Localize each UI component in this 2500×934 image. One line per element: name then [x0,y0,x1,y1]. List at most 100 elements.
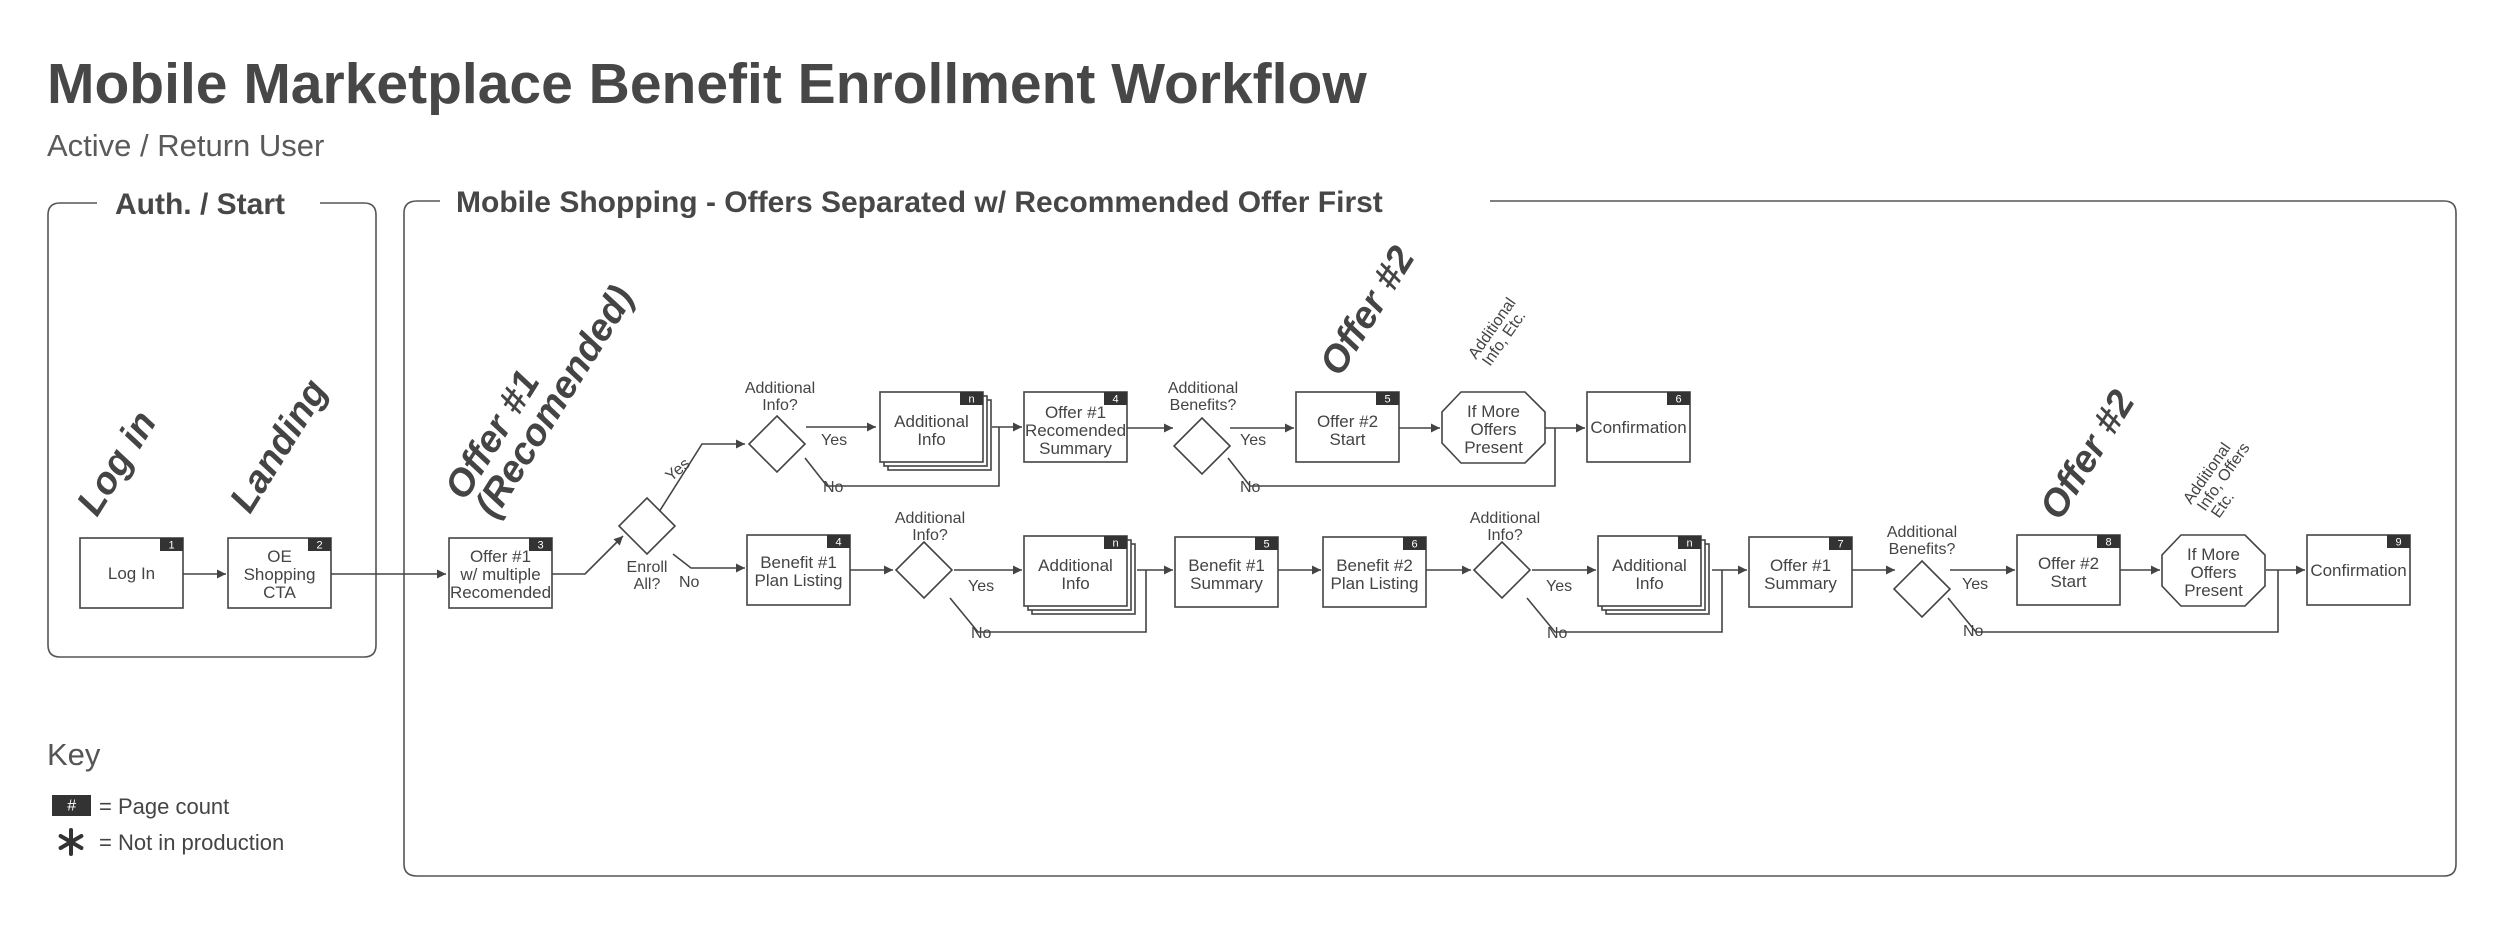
page-count-badge: 4 [835,537,841,549]
decision-label-line1: Enroll [627,559,668,576]
decision-label-line2: Benefits? [1889,541,1956,558]
node-label-line2: Plan Listing [755,571,843,590]
legend-title: Key [47,737,101,772]
page-count-badge: 6 [1411,539,1417,551]
decision-label-line1: Additional [745,380,815,397]
node-login: 1 Log In [79,537,184,609]
decision-enroll-all: Enroll All? [617,496,677,593]
legend: Key # = Page count = Not in production [47,737,284,856]
node-label-line2: Recomended [1025,421,1126,440]
node-offer1-multiple: 3 Offer #1 w/ multiple Recomended [448,537,553,609]
decision-label-line1: Additional [1168,380,1238,397]
node-label-line1: Additional [1612,556,1687,575]
node-bottom-additional-info-2: n Additional Info [1597,535,1710,615]
node-label: Confirmation [2310,561,2406,580]
edge-label-no: No [1240,479,1261,496]
stage-label-landing: Landing [222,372,336,520]
node-label-line1: Benefit #2 [1336,556,1413,575]
page-count-badge: n [1112,538,1118,550]
edge-label-yes: Yes [1546,578,1572,595]
page-count-badge: 5 [1384,394,1390,406]
node-label-line3: Present [2184,581,2243,600]
stage-label-offer2-top: Offer #2 [1312,239,1423,382]
page-count-badge: n [968,394,974,406]
page-count-badge: 6 [1675,394,1681,406]
shopping-group-title: Mobile Shopping - Offers Separated w/ Re… [456,186,1383,219]
node-label-line2: Plan Listing [1331,574,1419,593]
node-label-line1: Offer #1 [1770,556,1831,575]
edge-label-yes: Yes [1962,576,1988,593]
edge-label-yes: Yes [968,578,994,595]
page-count-badge: 7 [1837,539,1843,551]
node-label-line2: Start [1330,430,1366,449]
node-label-line1: Additional [894,412,969,431]
note-additional-info-bottom: Additional Info, Offers Etc. [2180,440,2253,521]
page-count-badge: 8 [2105,537,2111,549]
node-offer1-recomended-summary: 4 Offer #1 Recomended Summary [1023,391,1128,463]
page-count-badge: 9 [2395,537,2401,549]
node-label-line2: Offers [2191,563,2237,582]
node-label: Log In [108,564,155,583]
legend-not-in-production: = Not in production [58,828,284,856]
page-count-badge: 4 [1112,394,1118,406]
decision-bottom-additional-benefits: Additional Benefits? [1887,524,1957,619]
node-bottom-confirmation: 9 Confirmation [2306,534,2411,606]
decision-label-line1: Additional [1470,510,1540,527]
node-top-confirmation: 6 Confirmation [1586,391,1691,463]
stage-label-offer1: Offer #1 (Recomended) [437,279,642,525]
edge-label-no: No [823,479,844,496]
auth-group-title: Auth. / Start [115,188,285,221]
legend-page-count-label: = Page count [99,794,229,819]
node-label-line1: Benefit #1 [760,553,837,572]
connectors [183,422,2305,633]
node-label-line1: Offer #1 [1045,403,1106,422]
page-count-symbol: # [67,798,77,815]
node-label-line2: Info [1635,574,1663,593]
node-benefit1-summary: 5 Benefit #1 Summary [1174,536,1279,608]
edge-label-no: No [1547,625,1568,642]
node-benefit2-plan-listing: 6 Benefit #2 Plan Listing [1322,536,1427,608]
node-label-line1: Benefit #1 [1188,556,1265,575]
decision-top-additional-benefits: Additional Benefits? [1168,380,1238,476]
edge-labels: Yes No Yes No Yes No Yes No Yes No Yes N… [663,432,1988,642]
edge-label-no: No [971,625,992,642]
node-label-line3: Summary [1039,439,1112,458]
decision-label-line1: Additional [1887,524,1957,541]
node-label-line1: Offer #1 [470,547,531,566]
page-subtitle: Active / Return User [47,128,324,163]
page-title: Mobile Marketplace Benefit Enrollment Wo… [47,52,1367,116]
node-label-line2: Info [917,430,945,449]
decision-top-additional-info: Additional Info? [745,380,815,474]
node-label-line2: Summary [1764,574,1837,593]
node-label-line2: Summary [1190,574,1263,593]
node-label-line2: Offers [1471,420,1517,439]
node-label-line1: Additional [1038,556,1113,575]
stage-label-offer2-bottom: Offer #2 [2032,383,2143,526]
node-bottom-offer1-summary: 7 Offer #1 Summary [1748,536,1853,608]
node-top-additional-info: n Additional Info [879,391,992,471]
node-bottom-offer2-start: 8 Offer #2 Start [2016,534,2121,606]
node-label-line1: Offer #2 [1317,412,1378,431]
node-benefit1-plan-listing: 4 Benefit #1 Plan Listing [746,534,851,606]
node-top-if-more-offers: If More Offers Present [1441,391,1546,464]
node-label-line1: OE [267,547,292,566]
node-label-line1: If More [2187,545,2240,564]
legend-page-count: # = Page count [52,794,229,819]
node-label-line3: Recomended [450,583,551,602]
page-count-badge: 1 [168,540,174,552]
note-additional-info-top: Additional Info, Etc. [1465,295,1529,369]
node-oe-shopping-cta: 2 OE Shopping CTA [227,537,332,609]
edge-label-yes: Yes [663,455,694,485]
node-top-offer2-start: 5 Offer #2 Start [1295,391,1400,463]
edge-label-yes: Yes [1240,432,1266,449]
node-label-line3: CTA [263,583,296,602]
node-label-line1: Offer #2 [2038,554,2099,573]
edge-label-no: No [679,574,700,591]
decision-label-line1: Additional [895,510,965,527]
stage-label-login: Log in [69,404,165,523]
page-count-badge: 5 [1263,539,1269,551]
node-label-line2: Start [2051,572,2087,591]
node-label-line2: Info [1061,574,1089,593]
edge-label-no: No [1963,623,1984,640]
decision-bottom-additional-info-2: Additional Info? [1470,510,1540,600]
